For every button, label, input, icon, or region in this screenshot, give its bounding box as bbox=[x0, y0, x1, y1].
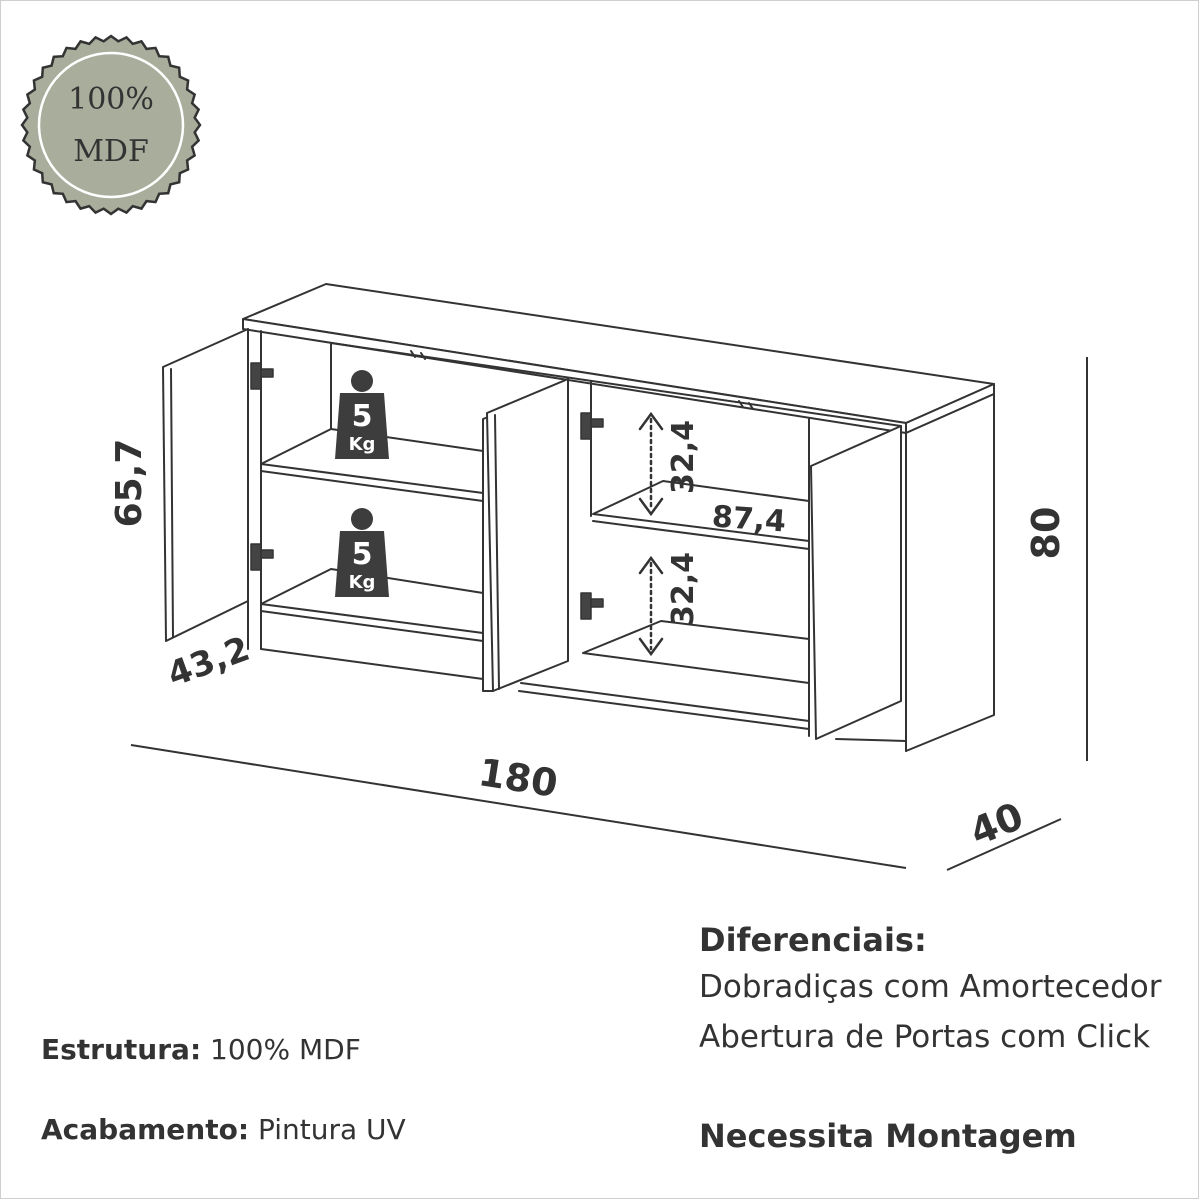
depth-dimension-line bbox=[946, 818, 1062, 871]
features-title: Diferenciais: bbox=[699, 921, 927, 959]
pin bbox=[748, 402, 754, 410]
weight-unit: Kg bbox=[349, 434, 376, 455]
weight-handle-icon bbox=[351, 370, 373, 392]
pin bbox=[738, 400, 744, 408]
back-panel-top-edge bbox=[330, 342, 902, 427]
upper-compartment-height-label: 32,4 bbox=[666, 420, 701, 494]
hinge-icon bbox=[250, 543, 262, 571]
weight-value: 5 bbox=[352, 399, 373, 434]
weight-handle-icon bbox=[351, 508, 373, 530]
hinge-icon bbox=[590, 418, 604, 428]
seal-inner-ring bbox=[37, 51, 185, 199]
structure-spec: Estrutura: 100% MDF bbox=[41, 1033, 361, 1066]
right-door bbox=[810, 425, 902, 740]
left-base-line bbox=[260, 648, 484, 680]
finish-label: Acabamento: bbox=[41, 1113, 250, 1146]
width-dimension-line bbox=[130, 744, 907, 869]
arrow-down-icon bbox=[638, 497, 664, 517]
left-bottom-shelf-front bbox=[260, 610, 484, 642]
feature-item: Dobradiças com Amortecedor bbox=[699, 969, 1162, 1005]
width-label: 180 bbox=[476, 750, 561, 806]
middle-door-edge bbox=[494, 414, 500, 690]
weight-badge-lower: 5 Kg bbox=[335, 508, 389, 597]
hinge-icon bbox=[580, 412, 592, 440]
seal-badge-shape bbox=[20, 34, 202, 216]
right-bottom-shelf-front bbox=[520, 682, 810, 722]
hinges bbox=[250, 362, 604, 620]
assembly-note: Necessita Montagem bbox=[699, 1117, 1077, 1155]
cabinet-drawing bbox=[162, 283, 995, 752]
compartment-height-arrows bbox=[638, 411, 664, 657]
shelf-width-label: 87,4 bbox=[711, 499, 787, 539]
mdf-seal: 100% MDF bbox=[20, 34, 202, 216]
arrow-down-icon bbox=[638, 637, 664, 657]
structure-value: 100% MDF bbox=[210, 1033, 361, 1066]
pin bbox=[410, 350, 416, 358]
finish-spec: Acabamento: Pintura UV bbox=[41, 1113, 406, 1146]
pin bbox=[420, 352, 426, 360]
weight-value: 5 bbox=[352, 537, 373, 572]
weight-badge-upper: 5 Kg bbox=[335, 370, 389, 459]
hinge-icon bbox=[580, 592, 592, 620]
depth-label: 40 bbox=[964, 794, 1030, 855]
height-label: 80 bbox=[1024, 507, 1068, 560]
hinge-icon bbox=[260, 549, 274, 559]
plinth-right bbox=[835, 738, 907, 742]
middle-door bbox=[486, 378, 569, 692]
dimension-lines bbox=[130, 357, 1088, 871]
right-middle-shelf-front bbox=[592, 520, 810, 550]
hinge-icon bbox=[250, 362, 262, 390]
arrow-up-icon bbox=[638, 411, 664, 431]
structure-label: Estrutura: bbox=[41, 1033, 202, 1066]
shelf-pins bbox=[410, 350, 754, 410]
seal-line-2: MDF bbox=[73, 134, 149, 169]
door-height-label: 65,7 bbox=[109, 439, 150, 528]
door-width-label: 43,2 bbox=[162, 629, 255, 695]
feature-item: Abertura de Portas com Click bbox=[699, 1019, 1151, 1055]
left-door bbox=[162, 328, 249, 642]
weight-unit: Kg bbox=[349, 572, 376, 593]
hinge-icon bbox=[590, 598, 604, 608]
kettlebell-icon bbox=[335, 393, 389, 459]
finish-value: Pintura UV bbox=[257, 1113, 406, 1146]
left-middle-shelf-front bbox=[260, 470, 484, 502]
hinge-icon bbox=[260, 368, 274, 378]
arrow-up-icon bbox=[638, 555, 664, 575]
lower-compartment-height-label: 32,4 bbox=[666, 552, 701, 626]
seal-line-1: 100% bbox=[68, 82, 154, 117]
right-side-panel bbox=[905, 393, 995, 752]
left-door-edge bbox=[170, 368, 174, 638]
right-base-line bbox=[518, 690, 810, 730]
right-bottom-shelf bbox=[582, 620, 810, 684]
kettlebell-icon bbox=[335, 531, 389, 597]
